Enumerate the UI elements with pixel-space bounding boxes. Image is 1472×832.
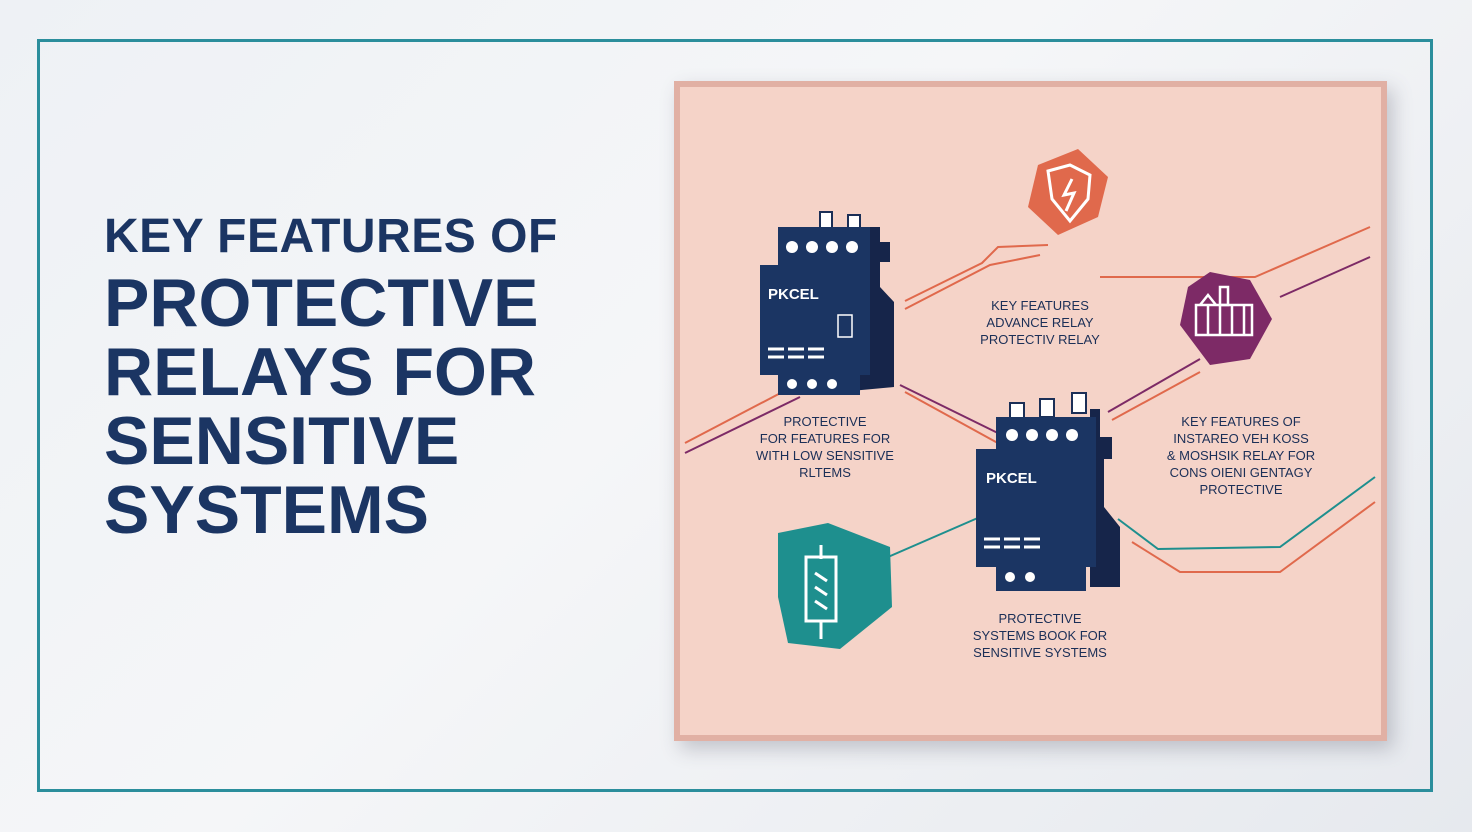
connector-line-right-purple	[1107, 358, 1201, 413]
caption-top-line-3: PROTECTIV RELAY	[980, 332, 1100, 347]
caption-bottom-line-1: PROTECTIVE	[998, 611, 1082, 626]
caption-left-line-3: WITH LOW SENSITIVE	[756, 448, 894, 463]
relay-device-center: PKCEL	[976, 392, 1120, 591]
connector-line-orange-1	[904, 254, 1041, 310]
caption-right-line-5: PROTECTIVE	[1199, 482, 1283, 497]
caption-top-line-1: KEY FEATURES	[991, 298, 1089, 313]
relay-device-top: PKCEL	[760, 211, 894, 395]
connector-line-mid-purple	[899, 384, 1011, 440]
caption-right-line-4: CONS OIENI GENTAGY	[1169, 465, 1313, 480]
caption-right-line-3: & MOSHSIK RELAY FOR	[1166, 448, 1316, 463]
relay-center-label: PKCEL	[986, 470, 1037, 487]
connector-line-teal-left	[887, 516, 981, 558]
caption-top-line-2: ADVANCE RELAY	[986, 315, 1094, 330]
hex-shield-lightning	[1028, 149, 1108, 235]
fuse-icon	[804, 545, 838, 639]
title-line-2: PROTECTIVE	[104, 265, 539, 341]
caption-top: KEY FEATURES ADVANCE RELAY PROTECTIV REL…	[970, 297, 1110, 348]
title-line-4: SENSITIVE	[104, 403, 460, 479]
title-line-1: KEY FEATURES OF	[104, 210, 558, 263]
caption-right: KEY FEATURES OF INSTAREO VEH KOSS & MOSH…	[1156, 413, 1326, 498]
caption-right-line-2: INSTAREO VEH KOSS	[1173, 431, 1309, 446]
connector-lines	[684, 226, 1376, 573]
connector-line-right-orange	[1111, 371, 1201, 421]
hex-factory	[1180, 272, 1272, 365]
connector-line-mid-orange	[904, 391, 1006, 448]
infographic-panel: PKCEL PKCEL	[674, 81, 1387, 741]
hex-fuse	[778, 523, 892, 649]
connector-line-purple-1	[1279, 256, 1371, 298]
infographic-drawing: PKCEL PKCEL	[684, 149, 1376, 649]
caption-right-line-1: KEY FEATURES OF	[1181, 414, 1301, 429]
page-title: KEY FEATURES OF PROTECTIVE RELAYS FOR SE…	[104, 205, 624, 545]
title-line-3: RELAYS FOR	[104, 334, 537, 410]
relay-top-label: PKCEL	[768, 286, 819, 303]
shield-lightning-icon	[1046, 163, 1092, 224]
connector-line-orange-2	[904, 244, 1049, 302]
caption-left-line-2: FOR FEATURES FOR	[759, 431, 891, 446]
connector-line-orange-right-low	[1131, 501, 1376, 573]
caption-left: PROTECTIVE FOR FEATURES FOR WITH LOW SEN…	[740, 413, 910, 481]
caption-bottom-line-3: SENSITIVE SYSTEMS	[973, 645, 1107, 660]
caption-bottom: PROTECTIVE SYSTEMS BOOK FOR SENSITIVE SY…	[955, 610, 1125, 661]
connector-line-orange-3	[1100, 226, 1371, 278]
factory-icon	[1194, 285, 1254, 337]
caption-bottom-line-2: SYSTEMS BOOK FOR	[972, 628, 1108, 643]
border-frame	[37, 39, 1433, 792]
connector-line-teal-right	[1117, 476, 1376, 551]
connector-line-left-orange	[684, 386, 793, 444]
caption-left-line-4: RLTEMS	[799, 465, 851, 480]
title-line-5: SYSTEMS	[104, 472, 429, 548]
connector-line-left-purple	[684, 396, 801, 454]
caption-left-line-1: PROTECTIVE	[783, 414, 867, 429]
